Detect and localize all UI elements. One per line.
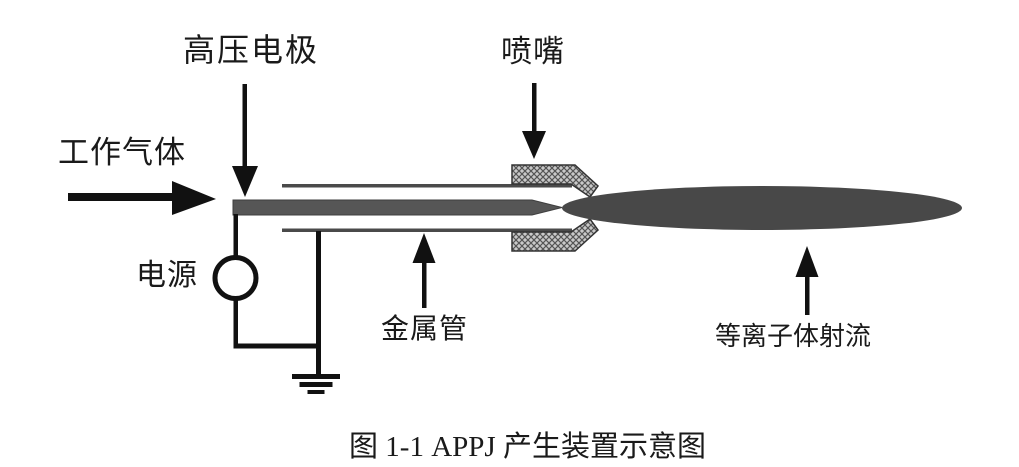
figure-caption: 图 1-1 APPJ 产生装置示意图 [349, 431, 706, 463]
nozzle-bottom-piece [511, 217, 600, 252]
plasma-jet-ellipse [562, 186, 962, 230]
plasma-jet-arrow [795, 246, 819, 315]
nozzle-top-piece [511, 164, 600, 199]
ground-bar-medium [299, 382, 333, 387]
nozzle-arrow-head [522, 131, 546, 159]
ground-bar-long [292, 374, 340, 379]
gas-flow-arrow [68, 181, 216, 215]
wire-electrode-to-power [233, 214, 238, 257]
metal-tube-arrow-head [412, 233, 436, 263]
nozzle-arrow [522, 83, 546, 159]
ground-symbol [292, 374, 340, 394]
metal-tube-bottom-wall [282, 228, 572, 232]
hv-electrode-label: 高压电极 [183, 32, 320, 68]
circuit-wiring [233, 214, 340, 394]
power-source-circle [212, 255, 259, 301]
metal-tube-label: 金属管 [381, 314, 469, 345]
hv-electrode-arrow [232, 84, 258, 197]
metal-tube-arrow-shaft [422, 261, 427, 308]
wire-tube-to-ground [316, 231, 321, 375]
gas-flow-arrow-head [172, 181, 216, 215]
ground-bar-short [307, 390, 325, 394]
hv-electrode-arrow-shaft [242, 84, 247, 168]
metal-tube-arrow [412, 233, 436, 308]
nozzle-arrow-shaft [532, 83, 537, 133]
power-supply-label: 电源 [136, 259, 198, 292]
hv-electrode-arrow-head [232, 166, 258, 197]
gas-flow-arrow-shaft [68, 193, 174, 201]
wire-horizontal-junction [233, 343, 321, 349]
hv-electrode-bar [232, 199, 563, 216]
metal-tube-top-wall [282, 184, 572, 188]
working-gas-label: 工作气体 [58, 135, 186, 170]
plasma-jet-arrow-shaft [805, 275, 810, 315]
plasma-jet-label: 等离子体射流 [715, 322, 872, 351]
plasma-jet-arrow-head [795, 246, 819, 277]
annotation-arrows [68, 83, 819, 315]
wire-power-to-junction [233, 298, 238, 348]
nozzle-label: 喷嘴 [501, 34, 565, 69]
